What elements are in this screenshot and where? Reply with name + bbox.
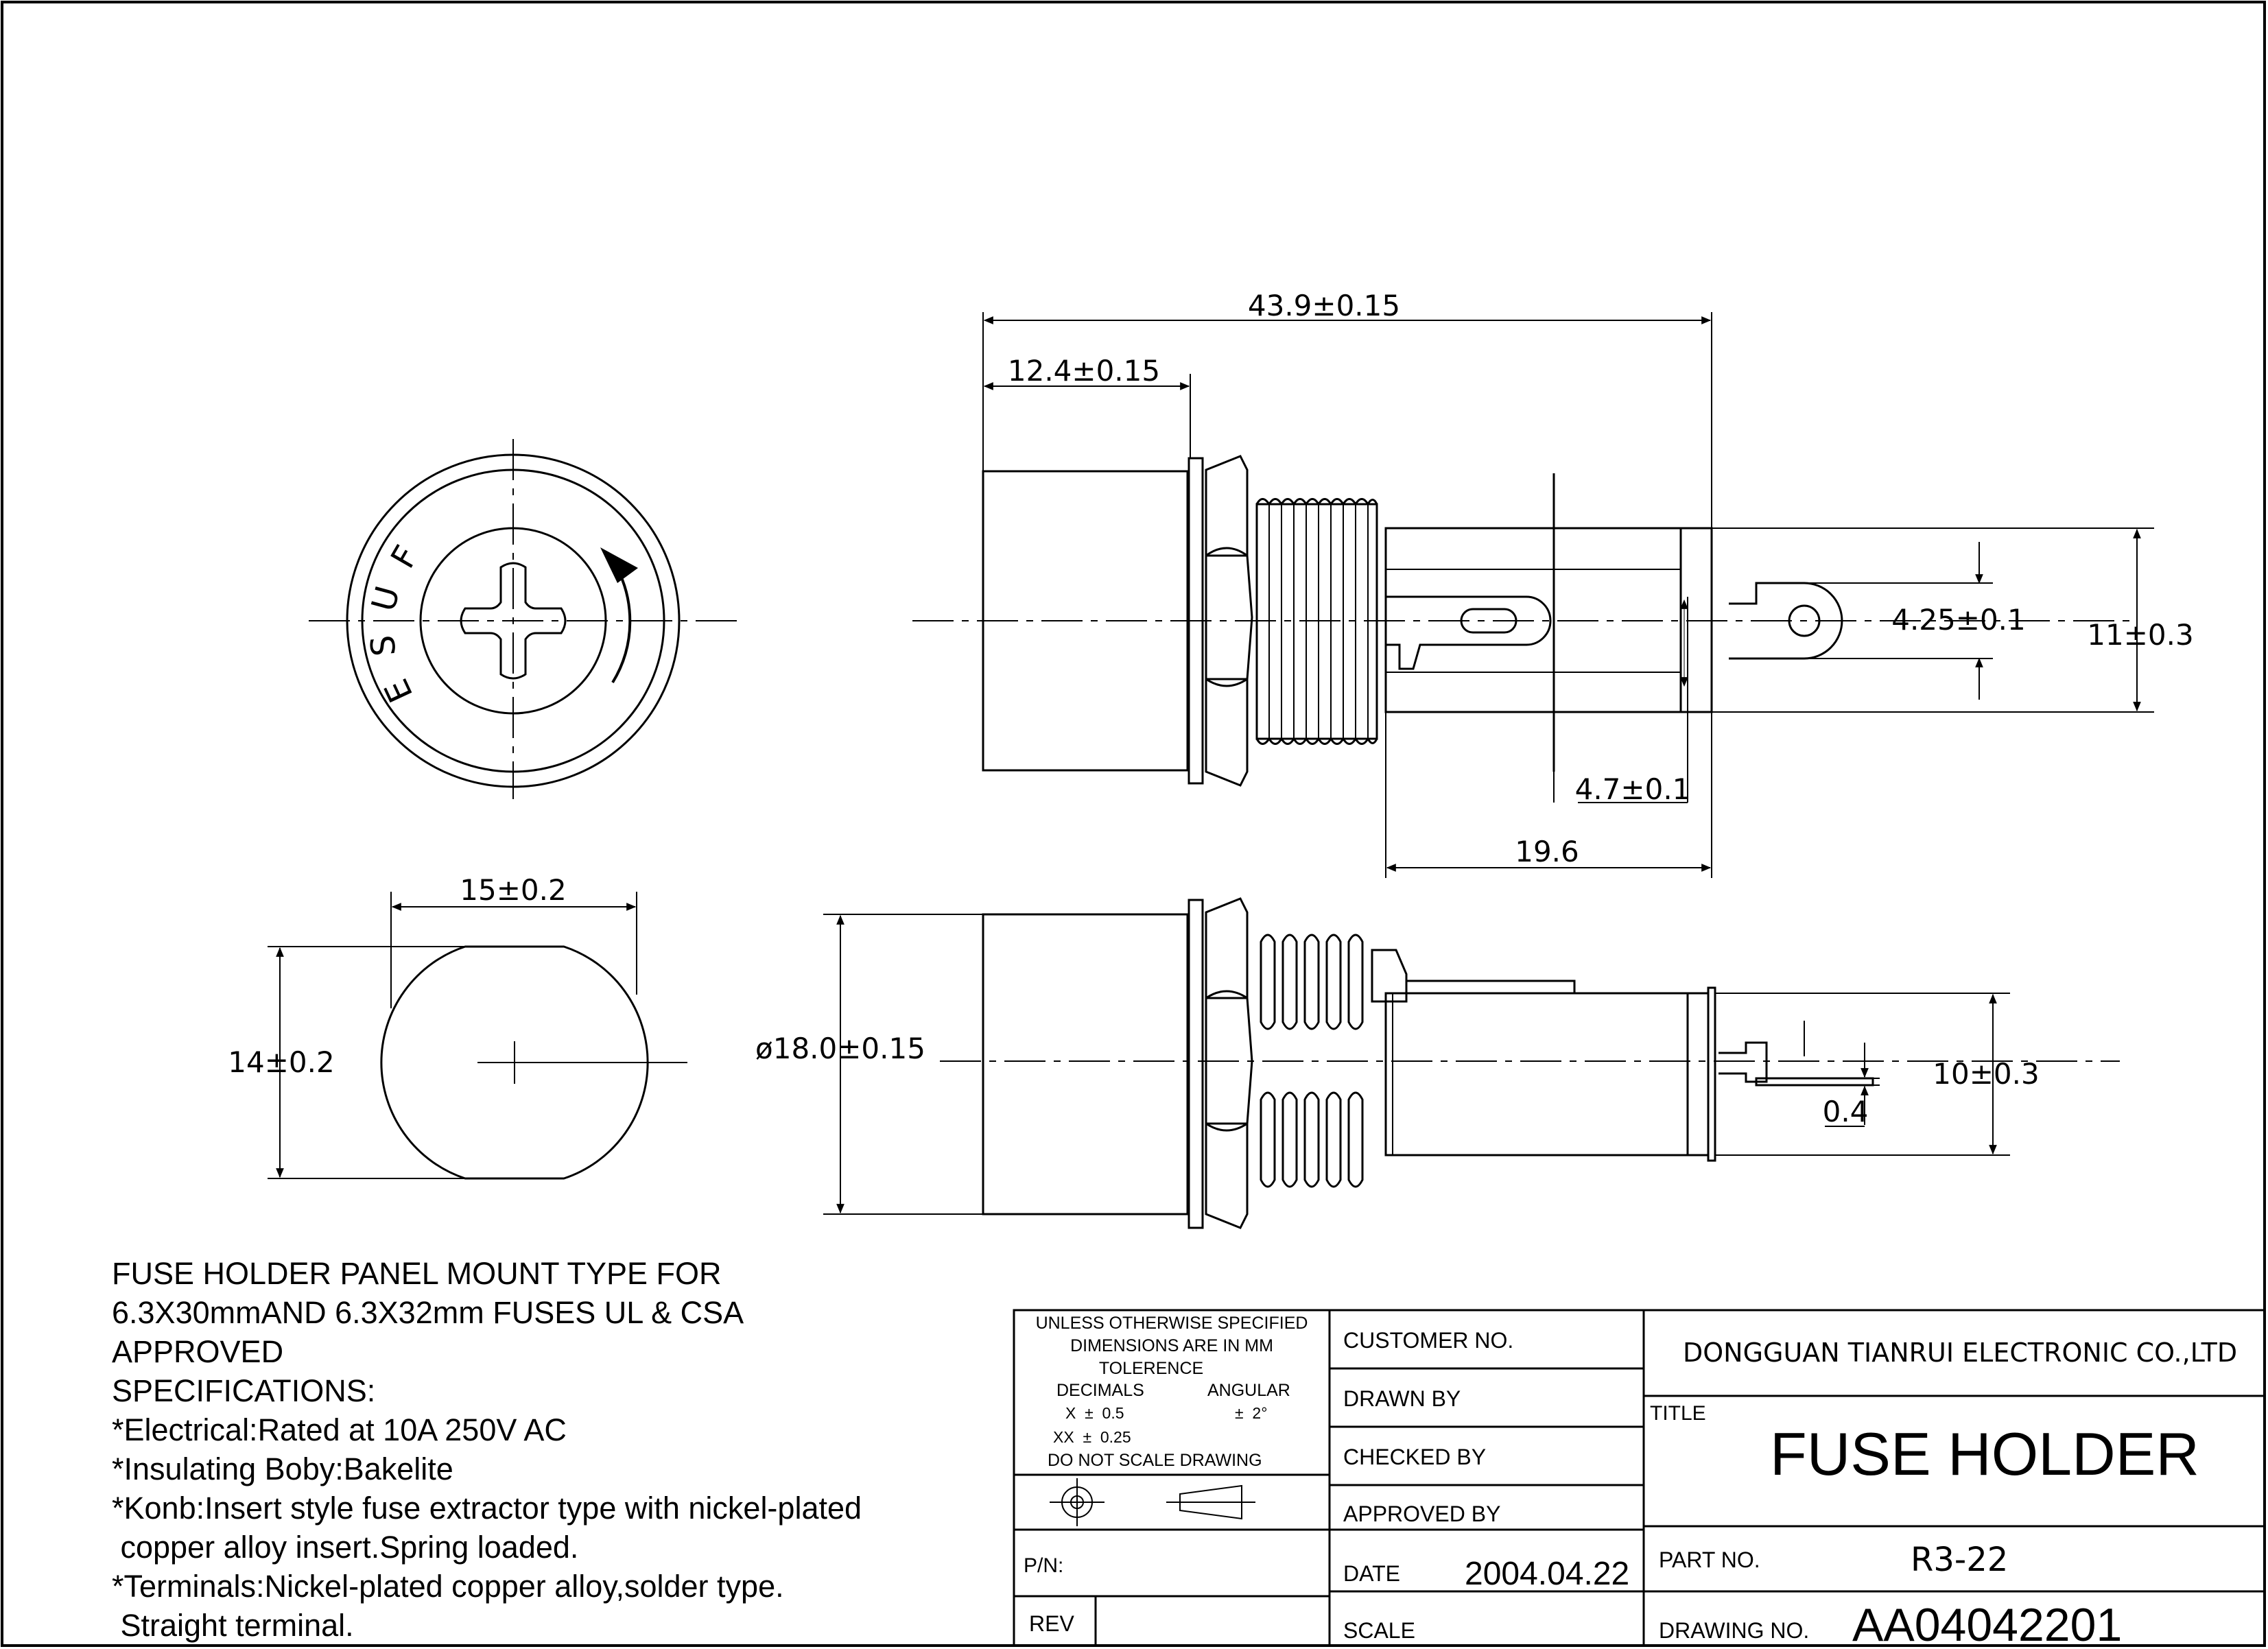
spec-line: *Electrical:Rated at 10A 250V AC (112, 1412, 567, 1447)
svg-text:DRAWN BY: DRAWN BY (1343, 1386, 1461, 1411)
spec-line: copper alloy insert.Spring loaded. (112, 1530, 578, 1565)
title-block (1013, 1309, 2266, 1647)
spec-line: 6.3X30mmAND 6.3X32mm FUSES UL & CSA (112, 1295, 744, 1330)
part-no-value: R3-22 (1911, 1541, 2008, 1579)
nut-face-1 (1205, 455, 1249, 557)
projection-symbol-icon (1050, 1478, 1255, 1526)
svg-text:CHECKED BY: CHECKED BY (1343, 1445, 1486, 1469)
side-view-top (912, 455, 2134, 787)
dimension-lines (268, 312, 2154, 1215)
dim-body-height: 11±0.3 (2087, 618, 2193, 652)
spec-line: APPROVED (112, 1334, 283, 1369)
dim-overall-length: 43.9±0.15 (1248, 289, 1400, 322)
spec-line: *Insulating Boby:Bakelite (112, 1451, 453, 1486)
dim-bottom-height: 10±0.3 (1933, 1057, 2039, 1091)
nut-face-2 (1205, 554, 1253, 680)
cross-slot-icon (460, 562, 567, 680)
rear-body-2 (1384, 992, 1710, 1156)
terminal-bottom (1718, 1041, 1768, 1083)
cap-knob-circle (419, 527, 607, 715)
solder-terminal (1729, 582, 1843, 660)
svg-text:S: S (364, 634, 403, 658)
cap-body (982, 470, 1189, 772)
dim-lug-width: 4.7±0.1 (1575, 772, 1691, 806)
svg-text:DO NOT SCALE DRAWING: DO NOT SCALE DRAWING (1048, 1451, 1262, 1470)
thread-lines (1268, 504, 1369, 739)
spec-line: *Terminals:Nickel-plated copper alloy,so… (112, 1569, 784, 1604)
cap-body-2 (982, 913, 1189, 1215)
dim-terminal-thickness: 0.4 (1823, 1095, 1869, 1128)
nut-curve-1 (1205, 547, 1248, 557)
terminal-lug (1386, 595, 1552, 670)
spec-line: SPECIFICATIONS: (112, 1373, 375, 1408)
lug-slot (1460, 608, 1517, 634)
svg-text:XX ± 0.25: XX ± 0.25 (1053, 1428, 1131, 1446)
svg-text:APPROVED BY: APPROVED BY (1343, 1502, 1500, 1526)
svg-text:PART NO.: PART NO. (1659, 1547, 1760, 1572)
specifications-block: FUSE HOLDER PANEL MOUNT TYPE FOR 6.3X30m… (112, 1256, 862, 1643)
thread-flanks-top (1260, 934, 1364, 1030)
thread-flanks-bottom (1260, 1091, 1364, 1188)
thread-crests-bottom (1255, 736, 1378, 745)
d-cutout (380, 945, 649, 1180)
svg-text:ANGULAR: ANGULAR (1207, 1381, 1290, 1400)
svg-text:U: U (364, 582, 407, 615)
drawing-no-value: AA04042201 (1852, 1599, 2122, 1649)
washer-2 (1188, 899, 1204, 1229)
svg-text:UNLESS OTHERWISE SPECIFIED: UNLESS OTHERWISE SPECIFIED (1036, 1314, 1308, 1333)
side-view-bottom (940, 897, 2120, 1229)
flat-terminal (1755, 1077, 1874, 1087)
title-value: FUSE HOLDER (1770, 1420, 2199, 1488)
thread-crests-top (1255, 498, 1378, 507)
date-value: 2004.04.22 (1465, 1556, 1629, 1592)
svg-text:F: F (383, 539, 426, 575)
panel-cutout-view (380, 945, 687, 1180)
svg-text:TITLE: TITLE (1650, 1402, 1706, 1425)
cap-outer-ring (346, 453, 681, 788)
svg-text:TOLERENCE: TOLERENCE (1099, 1359, 1203, 1378)
svg-text:DECIMALS: DECIMALS (1056, 1381, 1144, 1400)
svg-text:± 2°: ± 2° (1235, 1404, 1267, 1422)
thread-body (1255, 503, 1378, 740)
svg-text:DIMENSIONS ARE IN MM: DIMENSIONS ARE IN MM (1070, 1336, 1273, 1355)
pn-label: P/N: (1024, 1554, 1063, 1577)
cap-inner-ring (361, 468, 665, 773)
solder-terminal-hole (1788, 604, 1821, 637)
spec-line: *Konb:Insert style fuse extractor type w… (112, 1491, 862, 1526)
svg-text:CUSTOMER NO.: CUSTOMER NO. (1343, 1328, 1513, 1353)
dim-cutout-width: 15±0.2 (460, 873, 566, 907)
washer (1188, 457, 1204, 785)
svg-text:DRAWING NO.: DRAWING NO. (1659, 1618, 1809, 1643)
dim-cap-diameter: ø18.0±0.15 (755, 1032, 925, 1065)
rev-label: REV (1029, 1611, 1074, 1636)
spec-line: FUSE HOLDER PANEL MOUNT TYPE FOR (112, 1256, 722, 1291)
company-name: DONGGUAN TIANRUI ELECTRONIC CO.,LTD (1683, 1338, 2237, 1368)
nut-face-3 (1205, 678, 1249, 787)
spec-line: Straight terminal. (112, 1608, 354, 1643)
title-block-text: UNLESS OTHERWISE SPECIFIED DIMENSIONS AR… (1024, 1314, 2237, 1649)
dim-lug-slot: 4.25±0.1 (1891, 603, 2026, 637)
svg-text:X ± 0.5: X ± 0.5 (1065, 1404, 1124, 1422)
dim-cap-length: 12.4±0.15 (1008, 354, 1160, 388)
rotation-arrowhead-icon (600, 547, 638, 583)
nut-curve-2 (1205, 678, 1248, 687)
dim-rear-length: 19.6 (1515, 835, 1579, 868)
dim-cutout-height: 14±0.2 (228, 1045, 334, 1079)
rotation-arrow-icon (611, 561, 632, 684)
dimension-labels: 43.9±0.15 12.4±0.15 11±0.3 4.25±0.1 4.7±… (228, 289, 2193, 1128)
svg-text:DATE: DATE (1343, 1561, 1400, 1586)
front-view (309, 439, 737, 799)
svg-text:E: E (377, 673, 421, 708)
svg-text:SCALE: SCALE (1343, 1618, 1415, 1643)
